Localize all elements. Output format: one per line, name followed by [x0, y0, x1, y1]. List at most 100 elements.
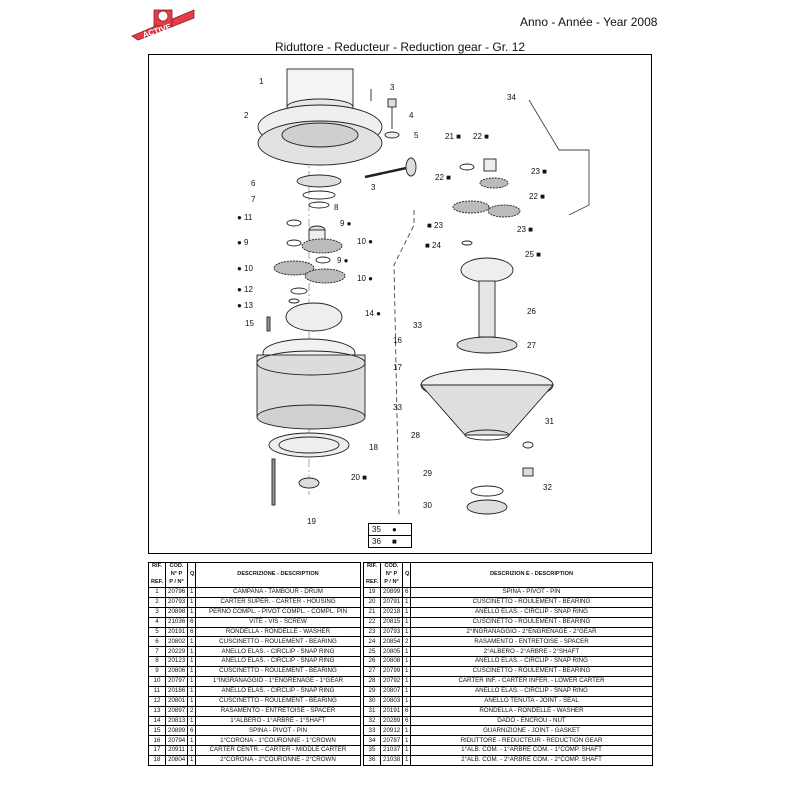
part-description-cell: CUSCINETTO - ROULEMENT - BEARING — [195, 666, 361, 678]
part-ref-cell: 7 — [148, 646, 166, 658]
part-qty-cell: 1 — [402, 735, 411, 747]
part-code-cell: 20899 — [380, 587, 403, 598]
part-qty-cell: 1 — [187, 685, 196, 697]
exploded-view-drawing: 1 2 3 4 5 3 6 7 8 ● 11 9 ● ● 9 10 ● 9 ● … — [148, 54, 652, 554]
part-description-cell: 2°CORONA - 2°COURONNE - 2°CROWN — [195, 755, 361, 767]
parts-table: RIF. COD. RIF. COD. N° P Q. DESCRIZIONE … — [148, 562, 653, 767]
code-header: COD. — [380, 562, 403, 571]
part-code-cell: 20806 — [165, 666, 188, 678]
part-code-cell: 20813 — [165, 715, 188, 727]
callout-label: 34 — [507, 93, 516, 102]
callout-label: 2 — [244, 111, 249, 120]
callout-label: 29 — [423, 469, 432, 478]
callout-label: 23 ■ — [517, 225, 533, 234]
code-header: N° P — [165, 571, 188, 579]
part-qty-cell: 1 — [402, 596, 411, 608]
callout-label: 33 — [393, 403, 402, 412]
callout-label: 21 ■ — [445, 132, 461, 141]
part-code-cell: 20815 — [380, 616, 403, 628]
part-code-cell: 21038 — [380, 755, 403, 767]
part-code-cell: 20803 — [380, 695, 403, 707]
callout-label: 26 — [527, 307, 536, 316]
callout-label: ● 10 — [237, 264, 253, 273]
part-code-cell: 20218 — [380, 606, 403, 618]
exploded-view-svg — [256, 68, 590, 516]
part-qty-cell: 1 — [187, 656, 196, 668]
part-description-cell: ANELLO ELAS. - CIRCLIP - SNAP RING — [195, 656, 361, 668]
catalog-year: Anno - Année - Year 2008 — [520, 15, 658, 29]
part-ref-cell: 3 — [148, 606, 166, 618]
part-qty-cell: 6 — [187, 616, 196, 628]
part-description-cell: GUARNIZIONE - JOINT - GASKET — [410, 725, 653, 737]
callout-label: ● 9 — [237, 238, 249, 247]
part-ref-cell: 5 — [148, 626, 166, 638]
part-description-cell: SPINA - PIVOT - PIN — [195, 725, 361, 737]
part-description-cell: RASAMENTO - ENTRETOISE - SPACER — [410, 636, 653, 648]
callout-label: 6 — [251, 179, 256, 188]
callout-label: 3 — [390, 83, 395, 92]
part-ref-cell: 13 — [148, 705, 166, 717]
part-qty-cell: 1 — [402, 606, 411, 618]
part-qty-cell: 1 — [402, 616, 411, 628]
part-ref-cell: 14 — [148, 715, 166, 727]
legend-number: 36 — [372, 537, 381, 546]
part-description-cell: ANELLO ELAS. - CIRCLIP - SNAP RING — [410, 656, 653, 668]
part-qty-cell: 1 — [402, 626, 411, 638]
callout-label: 19 — [307, 517, 316, 526]
ref-header: REF. — [148, 579, 166, 588]
part-code-cell: 20807 — [380, 685, 403, 697]
part-ref-cell: 8 — [148, 656, 166, 668]
part-description-cell: 1°ALBERO - 1°ARBRE - 1°SHAFT — [195, 715, 361, 727]
part-code-cell: 20793 — [165, 596, 188, 608]
callout-label: ● 13 — [237, 301, 253, 310]
callout-label: 33 — [413, 321, 422, 330]
callout-label: 31 — [545, 417, 554, 426]
part-code-cell: 20191 — [380, 705, 403, 717]
part-code-cell: 21037 — [380, 745, 403, 757]
callout-label: 20 ■ — [351, 473, 367, 482]
part-qty-cell: 1 — [187, 596, 196, 608]
part-description-cell: RIDUTTORE - REDUCTEUR - REDUCTION GEAR — [410, 735, 653, 747]
part-code-cell: 20801 — [165, 695, 188, 707]
part-qty-cell: 1 — [187, 715, 196, 727]
part-description-cell: RONDELLA - RONDELLE - WASHER — [195, 626, 361, 638]
callout-label: ● 12 — [237, 285, 253, 294]
part-description-cell: RASAMENTO - ENTRETOISE - SPACER — [195, 705, 361, 717]
part-code-cell: 20898 — [165, 606, 188, 618]
part-ref-cell: 22 — [363, 616, 381, 628]
part-description-cell: ANELLO ELAS. - CIRCLIP - SNAP RING — [195, 685, 361, 697]
part-description-cell: CAMPANA - TAMBOUR - DRUM — [195, 587, 361, 598]
part-description-cell: DADO - ENCROU - NUT — [410, 715, 653, 727]
part-ref-cell: 17 — [148, 745, 166, 757]
description-header: DESCRIZIONE - DESCRIPTION — [195, 571, 361, 579]
part-description-cell: SPINA - PIVOT - PIN — [410, 587, 653, 598]
part-ref-cell: 15 — [148, 725, 166, 737]
part-code-cell: 20123 — [165, 656, 188, 668]
part-qty-cell: 1 — [402, 685, 411, 697]
part-qty-cell: 6 — [187, 725, 196, 737]
part-code-cell: 20899 — [165, 725, 188, 737]
part-ref-cell: 29 — [363, 685, 381, 697]
part-ref-cell: 34 — [363, 735, 381, 747]
part-description-cell: 1°CORONA - 1°COURONNE - 1°CROWN — [195, 735, 361, 747]
part-code-cell: 20799 — [380, 666, 403, 678]
part-code-cell: 20796 — [165, 587, 188, 598]
part-code-cell: 21036 — [165, 616, 188, 628]
part-code-cell: 20794 — [165, 735, 188, 747]
part-qty-cell: 1 — [402, 725, 411, 737]
part-code-cell: 20854 — [380, 636, 403, 648]
part-description-cell: PERNO COMPL. - PIVOT COMPL. - COMPL. PIN — [195, 606, 361, 618]
part-description-cell: CARTER SUPER. - CARTER - HOUSING — [195, 596, 361, 608]
part-ref-cell: 1 — [148, 587, 166, 598]
part-ref-cell: 20 — [363, 596, 381, 608]
part-code-cell: 20805 — [380, 646, 403, 658]
part-qty-cell: 6 — [402, 715, 411, 727]
